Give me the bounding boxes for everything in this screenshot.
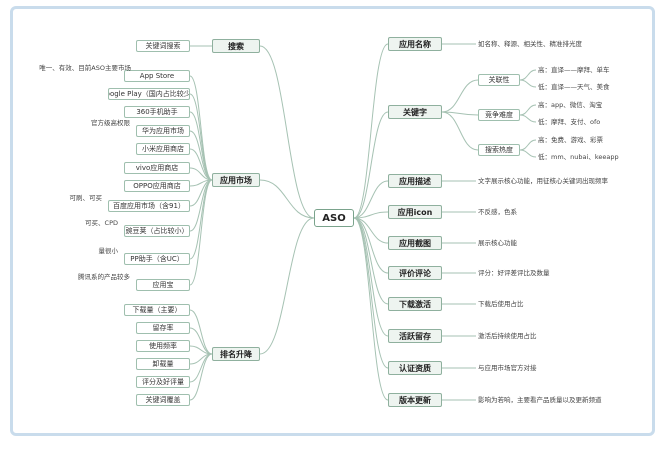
branch-node-left-3: 排名升降 xyxy=(212,347,260,361)
sub-node-right-2-2: 竞争难度 xyxy=(478,109,520,121)
link-center-right-3 xyxy=(353,180,389,219)
leaf-node-left-3-1: 下载量（主要） xyxy=(124,304,190,316)
desc-right-7: 下载后使用占比 xyxy=(478,299,524,308)
sub-node-right-2-3: 搜索热度 xyxy=(478,144,520,156)
branch-node-right-5: 应用截图 xyxy=(388,236,442,250)
note-right-2-2-1: 高：app、微信、淘宝 xyxy=(538,100,603,109)
branch-node-right-9: 认证资质 xyxy=(388,361,442,375)
link-center-right-10 xyxy=(353,217,389,401)
leaf-node-left-3-5: 评分及好评量 xyxy=(136,376,190,388)
desc-right-10: 影响为若响，主要看产品质量以及更新频道 xyxy=(478,395,602,404)
desc-right-4: 不反感，色系 xyxy=(478,207,517,216)
link-left-2-2 xyxy=(189,93,213,181)
note-right-2-3-1: 高：免费、游戏、彩票 xyxy=(538,135,603,144)
desc-right-6: 评分：好评差评比及数量 xyxy=(478,268,550,277)
desc-right-9: 与应用市场官方对接 xyxy=(478,363,537,372)
note-right-2-1-2: 低：直译——天气、美食 xyxy=(538,82,610,91)
link-left-2-11 xyxy=(189,179,213,286)
branch-node-right-8: 活跃留存 xyxy=(388,329,442,343)
link-note-right-2-1-1 xyxy=(519,69,537,81)
link-note-right-2-1-2 xyxy=(519,79,537,88)
desc-right-1: 如名称、释源、相关性、精准排光度 xyxy=(478,39,582,48)
leaf-node-left-2-6: vivo应用商店 xyxy=(124,162,190,174)
leaf-node-left-2-8: 百度应用市场（含91） xyxy=(108,200,190,212)
link-right-2-1 xyxy=(441,79,479,113)
leaf-node-left-2-4: 华为应用市场 xyxy=(136,125,190,137)
desc-right-8: 激活后持续使用占比 xyxy=(478,331,537,340)
link-left-2-5 xyxy=(189,148,213,181)
link-center-right-8 xyxy=(353,217,389,337)
note-left-2-11: 腾讯系的产品较多 xyxy=(78,272,130,281)
note-right-2-3-2: 低：mm、nubai、keeapp xyxy=(538,152,619,161)
link-center-right-9 xyxy=(353,217,389,369)
note-left-2-10: 量很小 xyxy=(98,246,119,255)
link-left-3-6 xyxy=(189,353,213,401)
link-center-right-6 xyxy=(353,217,389,274)
leaf-node-left-2-5: 小米应用商店 xyxy=(136,143,190,155)
leaf-node-left-2-3: 360手机助手 xyxy=(124,106,190,118)
leaf-node-left-2-7: OPPO应用商店 xyxy=(124,180,190,192)
branch-node-right-4: 应用icon xyxy=(388,205,442,219)
leaf-node-left-3-6: 关键词覆盖 xyxy=(136,394,190,406)
branch-node-right-2: 关键字 xyxy=(388,105,442,119)
branch-node-left-2: 应用市场 xyxy=(212,173,260,187)
sub-node-right-2-1: 关联性 xyxy=(478,74,520,86)
leaf-node-left-1-1: 关键词搜索 xyxy=(136,40,190,52)
desc-right-3: 文字展示核心功能，用征核心关键词出现频率 xyxy=(478,176,608,185)
leaf-node-left-2-1: App Store xyxy=(124,70,190,82)
leaf-node-left-2-2: Google Play（国内占比较少） xyxy=(108,88,190,100)
link-right-2-3 xyxy=(441,111,479,151)
link-right-2-2 xyxy=(441,111,479,116)
link-center-left-2 xyxy=(259,179,315,219)
link-center-right-4 xyxy=(353,211,389,219)
branch-node-right-1: 应用名称 xyxy=(388,37,442,51)
leaf-node-left-2-10: PP助手（含UC） xyxy=(124,253,190,265)
link-note-right-2-2-2 xyxy=(519,114,537,123)
branch-node-right-10: 版本更新 xyxy=(388,393,442,407)
note-left-2-1: 唯一、有效、目前ASO主要市场 xyxy=(39,63,131,72)
branch-node-right-3: 应用描述 xyxy=(388,174,442,188)
link-left-3-2 xyxy=(189,327,213,355)
leaf-node-left-2-11: 应用宝 xyxy=(136,279,190,291)
link-left-3-1 xyxy=(189,309,213,355)
center-node-aso: ASO xyxy=(314,209,354,227)
note-right-2-1-1: 高：直译——摩拜、单车 xyxy=(538,65,610,74)
leaf-node-left-3-2: 留存率 xyxy=(136,322,190,334)
branch-node-right-7: 下载激活 xyxy=(388,297,442,311)
branch-node-left-1: 搜索 xyxy=(212,39,260,53)
desc-right-5: 展示核心功能 xyxy=(478,238,517,247)
link-left-2-3 xyxy=(189,111,213,181)
link-note-right-2-3-2 xyxy=(519,149,537,158)
note-left-2-8: 可刷、可买 xyxy=(69,193,103,202)
link-center-right-2 xyxy=(353,111,389,219)
leaf-node-left-2-9: 豌豆荚（占比较小） xyxy=(124,225,190,237)
link-note-right-2-2-1 xyxy=(519,104,537,116)
leaf-node-left-3-3: 使用频率 xyxy=(136,340,190,352)
link-center-right-1 xyxy=(353,43,389,219)
link-left-2-4 xyxy=(189,130,213,181)
note-left-2-4: 官方级高权限 xyxy=(91,118,130,127)
branch-node-right-6: 评价评论 xyxy=(388,266,442,280)
note-right-2-2-2: 低：摩拜、支付、ofo xyxy=(538,117,601,126)
link-note-right-2-3-1 xyxy=(519,139,537,151)
link-center-left-1 xyxy=(259,45,315,219)
leaf-node-left-3-4: 卸载量 xyxy=(136,358,190,370)
note-left-2-9: 可买、CPD xyxy=(85,218,118,227)
link-center-left-3 xyxy=(259,217,315,355)
